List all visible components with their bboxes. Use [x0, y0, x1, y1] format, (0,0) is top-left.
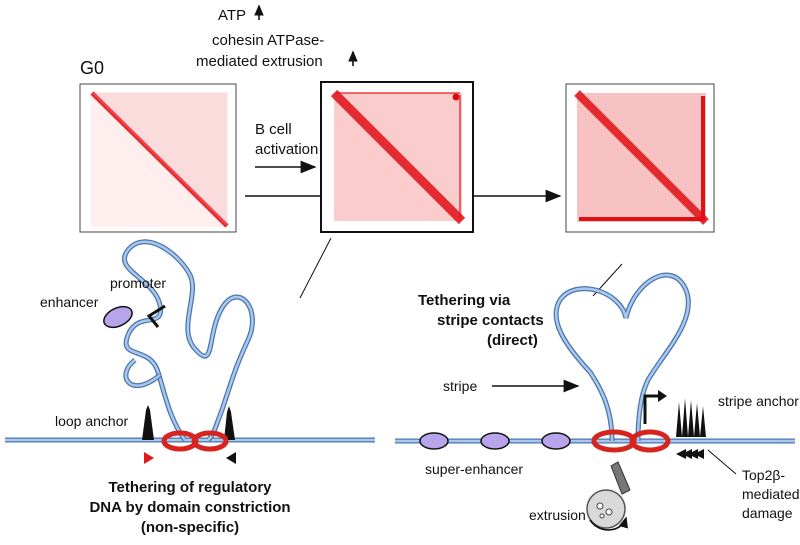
heatmap-g0 — [79, 83, 237, 233]
promoter-arrow-icon — [643, 394, 660, 424]
heatmap-activated — [320, 81, 474, 233]
left-caption-2: DNA by domain constriction — [89, 499, 290, 516]
loop-anchor-label: loop anchor — [55, 413, 129, 429]
right-title-1: Tethering via — [418, 292, 511, 309]
top2b-label-2: mediated — [742, 486, 800, 502]
stripe-anchor-peaks — [676, 398, 706, 437]
extrusion-label: extrusion — [529, 507, 586, 523]
callout-line — [707, 449, 737, 475]
ctcf-chevrons-icon — [676, 449, 704, 459]
cohesin-ring-icon — [191, 430, 229, 452]
top2b-label-3: damage — [742, 505, 793, 521]
promoter-arrow-icon — [146, 304, 166, 328]
enhancer-oval — [480, 432, 510, 450]
extrusion-motor-icon — [586, 461, 631, 531]
activation-label-1: B cell — [255, 121, 292, 138]
activation-label-2: activation — [255, 141, 318, 158]
right-title-2: stripe contacts — [437, 312, 544, 329]
enhancer-oval — [541, 432, 571, 450]
cohesin-label-1: cohesin ATPase- — [212, 32, 324, 49]
stripe-anchor-label: stripe anchor — [718, 393, 799, 409]
dna-loop-left — [122, 239, 255, 442]
zoom-line-left — [299, 237, 332, 299]
left-caption-1: Tethering of regulatory — [108, 479, 272, 496]
ctcf-triangle-icon — [144, 452, 154, 464]
g0-label: G0 — [80, 58, 104, 78]
dna-loop-right — [553, 272, 691, 442]
loop-anchor-peak — [142, 405, 154, 440]
right-title-3: (direct) — [487, 332, 538, 349]
top2b-label-1: Top2β- — [742, 467, 785, 483]
heatmap-stripe — [565, 83, 715, 233]
enhancer-oval — [103, 305, 133, 329]
cohesin-label-2: mediated extrusion — [196, 53, 323, 70]
left-caption-3: (non-specific) — [141, 519, 239, 536]
enhancer-label: enhancer — [40, 294, 99, 310]
stripe-label: stripe — [443, 378, 477, 394]
ctcf-triangle-icon — [226, 452, 236, 464]
arrowhead-icon — [658, 390, 667, 402]
loop-anchor-peak — [224, 406, 235, 440]
enhancer-oval — [419, 432, 449, 450]
promoter-label: promoter — [110, 275, 166, 291]
cohesin-ring-icon — [629, 429, 671, 453]
super-enhancer-label: super-enhancer — [425, 461, 523, 477]
atp-label: ATP — [218, 7, 246, 24]
